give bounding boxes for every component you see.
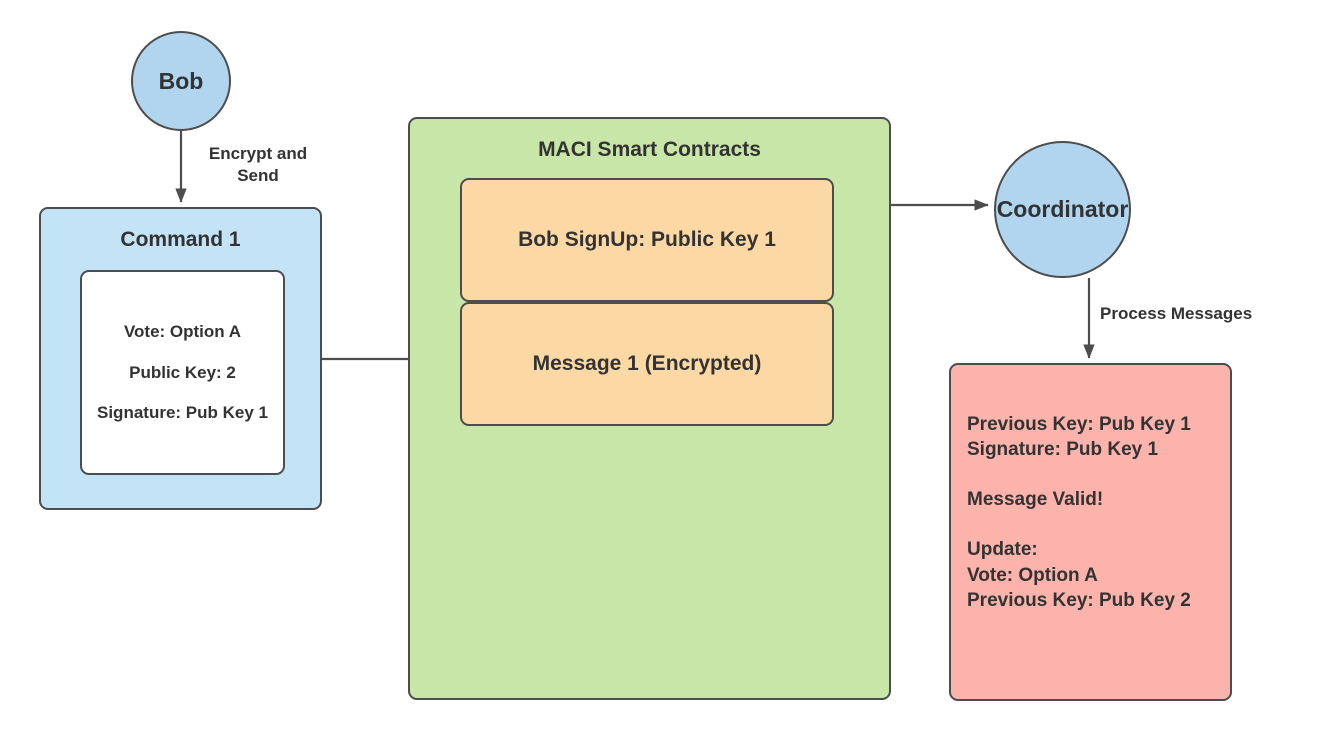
command-signature: Signature: Pub Key 1 — [97, 403, 268, 423]
node-process-result[interactable]: Previous Key: Pub Key 1 Signature: Pub K… — [949, 363, 1232, 701]
node-maci-smart-contracts[interactable]: MACI Smart Contracts Bob SignUp: Public … — [408, 117, 891, 700]
maci-item-message-1-label: Message 1 (Encrypted) — [532, 352, 762, 376]
edge-label-encrypt-and-send: Encrypt and Send — [208, 144, 308, 185]
node-coordinator-label: Coordinator — [996, 196, 1129, 223]
command-public-key: Public Key: 2 — [129, 362, 236, 382]
node-coordinator[interactable]: Coordinator — [994, 141, 1131, 278]
command-vote: Vote: Option A — [123, 321, 242, 341]
node-command-1[interactable]: Command 1 Vote: Option A Public Key: 2 S… — [39, 207, 322, 510]
maci-item-bob-signup-label: Bob SignUp: Public Key 1 — [518, 228, 776, 252]
node-command-1-title: Command 1 — [120, 228, 241, 251]
maci-item-message-1[interactable]: Message 1 (Encrypted) — [460, 302, 834, 426]
node-maci-title: MACI Smart Contracts — [538, 138, 761, 161]
edge-label-process-messages: Process Messages — [1100, 304, 1253, 323]
node-bob-label: Bob — [158, 67, 204, 94]
command-1-details: Vote: Option A Public Key: 2 Signature: … — [80, 270, 285, 475]
maci-item-bob-signup[interactable]: Bob SignUp: Public Key 1 — [460, 178, 834, 302]
node-bob[interactable]: Bob — [131, 31, 231, 131]
process-result-text: Previous Key: Pub Key 1 Signature: Pub K… — [967, 414, 1191, 611]
